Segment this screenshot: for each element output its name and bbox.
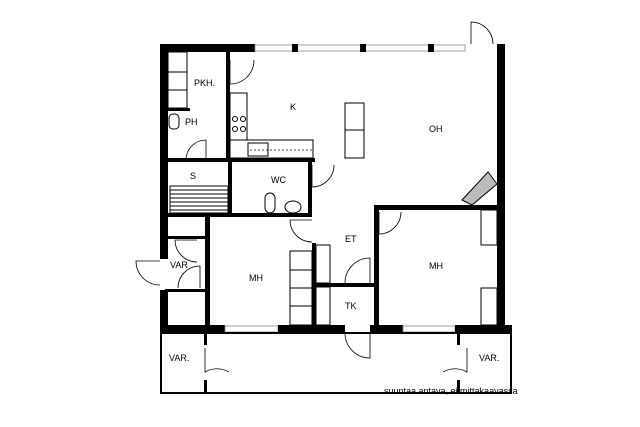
room-label-ph: PH xyxy=(185,117,198,127)
balcony xyxy=(160,332,512,394)
room-label-mh-left: MH xyxy=(249,273,263,283)
doors xyxy=(135,21,494,373)
disclaimer-note: suuntaa antava, ei mittakaavassa xyxy=(384,386,518,396)
room-label-et: ET xyxy=(345,234,357,244)
room-label-var-balcony-right: VAR. xyxy=(479,353,499,363)
room-label-s: S xyxy=(190,171,196,181)
room-label-var-balcony-left: VAR. xyxy=(169,353,189,363)
room-label-tk: TK xyxy=(345,301,357,311)
room-label-k: K xyxy=(290,102,296,112)
room-label-wc: WC xyxy=(271,175,286,185)
room-label-var-closet: VAR xyxy=(170,260,188,270)
room-label-mh-right: MH xyxy=(429,261,443,271)
room-label-oh: OH xyxy=(429,124,443,134)
fixtures xyxy=(167,51,498,326)
outer-walls xyxy=(160,44,512,333)
room-label-pkh: PKH. xyxy=(194,78,215,88)
interior-walls xyxy=(160,52,500,330)
